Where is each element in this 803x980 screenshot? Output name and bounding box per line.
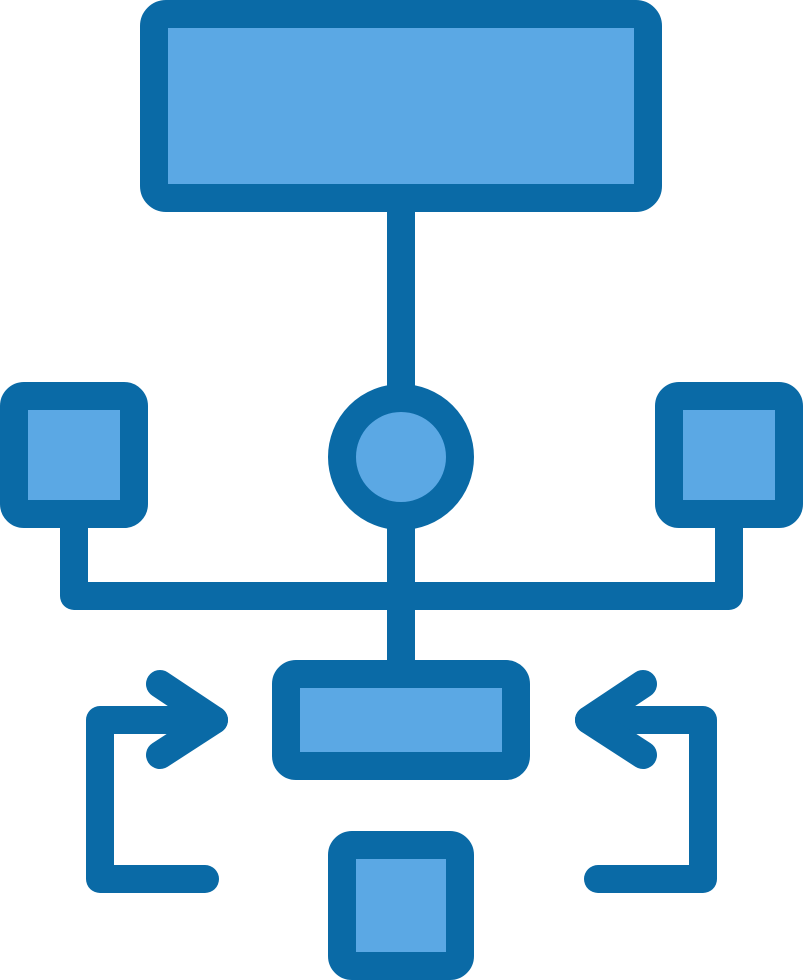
left-arrowhead <box>146 670 228 769</box>
left-return-arrow <box>86 706 228 893</box>
right-return-arrow <box>575 706 717 893</box>
arrow-paths <box>86 670 717 893</box>
bottom-square-node <box>328 831 474 980</box>
connector-lines <box>60 184 743 686</box>
process-box <box>272 660 530 780</box>
branch-connector <box>60 501 743 610</box>
center-circle-node <box>328 384 474 530</box>
left-square-node <box>0 382 148 528</box>
top-header-box <box>140 0 662 212</box>
right-arrowhead <box>575 670 657 769</box>
right-square-node <box>655 382 803 528</box>
